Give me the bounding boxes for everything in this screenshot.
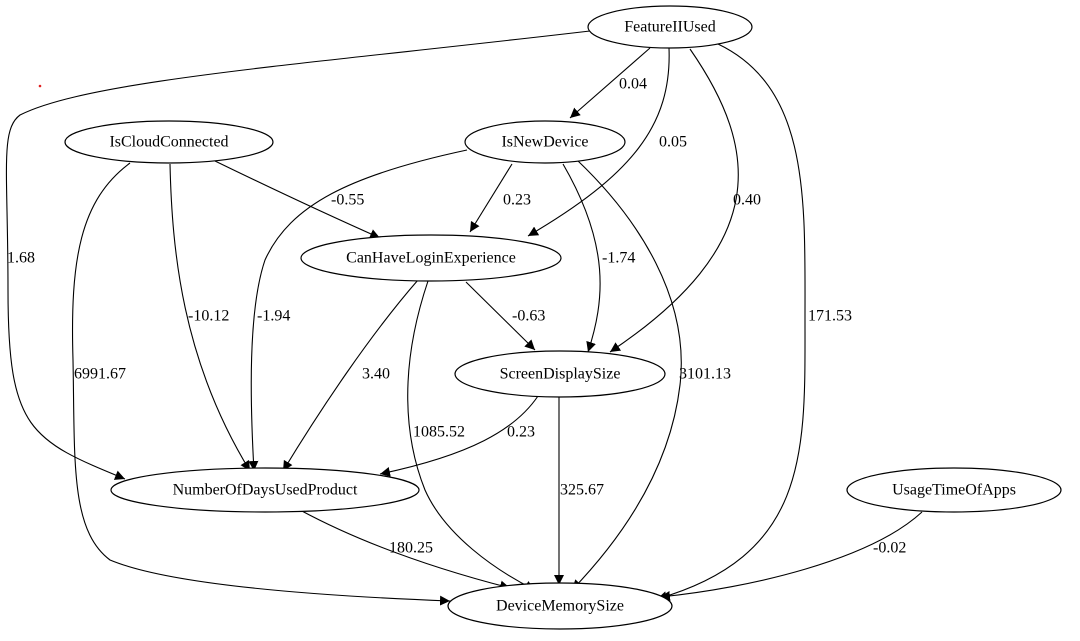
edges xyxy=(5,30,923,606)
node-screendisplaysize-label: ScreenDisplaySize xyxy=(500,366,621,383)
node-isnewdevice[interactable]: IsNewDevice xyxy=(464,120,626,164)
node-usagetimeofapps-label: UsageTimeOfApps xyxy=(892,482,1016,499)
node-numberofdaysusedproduct-shape[interactable] xyxy=(110,467,420,513)
node-isnewdevice-shape[interactable] xyxy=(464,120,626,164)
edge-featureiiused-numberofdaysusedproduct[interactable] xyxy=(5,30,591,480)
node-featureiiused[interactable]: FeatureIIUsed xyxy=(587,5,753,49)
edge-label-featureiiused-isnewdevice: 0.04 xyxy=(619,76,647,93)
edge-isnewdevice-numberofdaysusedproduct[interactable] xyxy=(248,149,468,472)
edge-label-isnewdevice-numberofdaysusedproduct: -1.94 xyxy=(257,308,290,325)
edge-isnewdevice-canhaveloginexperience[interactable] xyxy=(469,163,513,233)
edge-canhaveloginexperience-devicememorysize[interactable] xyxy=(407,280,536,591)
node-featureiiused-label: FeatureIIUsed xyxy=(624,19,716,36)
node-screendisplaysize-shape[interactable] xyxy=(454,350,666,398)
node-usagetimeofapps-shape[interactable] xyxy=(846,467,1062,513)
edge-iscloudconnected-devicememorysize[interactable] xyxy=(72,162,451,606)
edge-label-numberofdaysusedproduct-devicememorysize: 180.25 xyxy=(389,540,433,557)
node-canhaveloginexperience-label: CanHaveLoginExperience xyxy=(346,250,516,267)
edge-label-usagetimeofapps-devicememorysize: -0.02 xyxy=(873,540,906,557)
edge-featureiiused-canhaveloginexperience[interactable] xyxy=(527,47,670,237)
edge-iscloudconnected-canhaveloginexperience[interactable] xyxy=(214,160,381,239)
edge-label-isnewdevice-canhaveloginexperience: 0.23 xyxy=(503,192,531,209)
node-devicememorysize[interactable]: DeviceMemorySize xyxy=(447,582,673,630)
node-iscloudconnected-shape[interactable] xyxy=(64,120,274,164)
node-iscloudconnected[interactable]: IsCloudConnected xyxy=(64,120,274,164)
node-usagetimeofapps[interactable]: UsageTimeOfApps xyxy=(846,467,1062,513)
node-featureiiused-shape[interactable] xyxy=(587,5,753,49)
edge-featureiiused-isnewdevice[interactable] xyxy=(569,47,651,119)
edge-label-screendisplaysize-numberofdaysusedproduct: 0.23 xyxy=(507,424,535,441)
node-devicememorysize-label: DeviceMemorySize xyxy=(496,598,624,615)
edge-featureiiused-devicememorysize[interactable] xyxy=(656,43,806,602)
node-devicememorysize-shape[interactable] xyxy=(447,582,673,630)
edge-label-iscloudconnected-numberofdaysusedproduct: -10.12 xyxy=(188,308,229,325)
edge-label-featureiiused-devicememorysize: 171.53 xyxy=(808,308,852,325)
edge-label-canhaveloginexperience-numberofdaysusedproduct: 3.40 xyxy=(362,366,390,383)
node-iscloudconnected-label: IsCloudConnected xyxy=(109,134,228,151)
edge-usagetimeofapps-devicememorysize[interactable] xyxy=(659,511,923,601)
edge-iscloudconnected-numberofdaysusedproduct[interactable] xyxy=(169,163,251,472)
edge-screendisplaysize-numberofdaysusedproduct[interactable] xyxy=(379,395,539,477)
edge-label-screendisplaysize-devicememorysize: 325.67 xyxy=(560,482,604,499)
node-screendisplaysize[interactable]: ScreenDisplaySize xyxy=(454,350,666,398)
node-canhaveloginexperience[interactable]: CanHaveLoginExperience xyxy=(300,234,562,282)
edge-labels: 0.04 0.05 0.40 1.68 171.53 -0.55 -10.12 … xyxy=(7,76,906,557)
edge-featureiiused-screendisplaysize[interactable] xyxy=(609,48,739,353)
edge-canhaveloginexperience-numberofdaysusedproduct[interactable] xyxy=(282,279,419,472)
node-canhaveloginexperience-shape[interactable] xyxy=(300,234,562,282)
edge-label-featureiiused-canhaveloginexperience: 0.05 xyxy=(659,134,687,151)
stray-red-dot xyxy=(38,84,42,88)
edge-label-iscloudconnected-devicememorysize: 6991.67 xyxy=(74,366,126,383)
edge-label-featureiiused-numberofdaysusedproduct: 1.68 xyxy=(7,250,35,267)
edge-isnewdevice-screendisplaysize[interactable] xyxy=(562,163,601,353)
node-numberofdaysusedproduct-label: NumberOfDaysUsedProduct xyxy=(173,482,358,499)
edge-label-canhaveloginexperience-devicememorysize: 1085.52 xyxy=(413,424,465,441)
nodes: FeatureIIUsed IsCloudConnected IsNewDevi… xyxy=(64,5,1062,630)
edge-label-isnewdevice-screendisplaysize: -1.74 xyxy=(602,250,635,267)
edge-label-canhaveloginexperience-screendisplaysize: -0.63 xyxy=(512,308,545,325)
edge-canhaveloginexperience-screendisplaysize[interactable] xyxy=(465,281,536,351)
edge-label-isnewdevice-devicememorysize: 3101.13 xyxy=(679,366,731,383)
node-numberofdaysusedproduct[interactable]: NumberOfDaysUsedProduct xyxy=(110,467,420,513)
edge-label-featureiiused-screendisplaysize: 0.40 xyxy=(733,192,761,209)
edge-numberofdaysusedproduct-devicememorysize[interactable] xyxy=(299,509,511,591)
edge-isnewdevice-devicememorysize[interactable] xyxy=(571,159,682,591)
node-isnewdevice-label: IsNewDevice xyxy=(501,134,588,151)
edge-label-iscloudconnected-canhaveloginexperience: -0.55 xyxy=(331,192,364,209)
